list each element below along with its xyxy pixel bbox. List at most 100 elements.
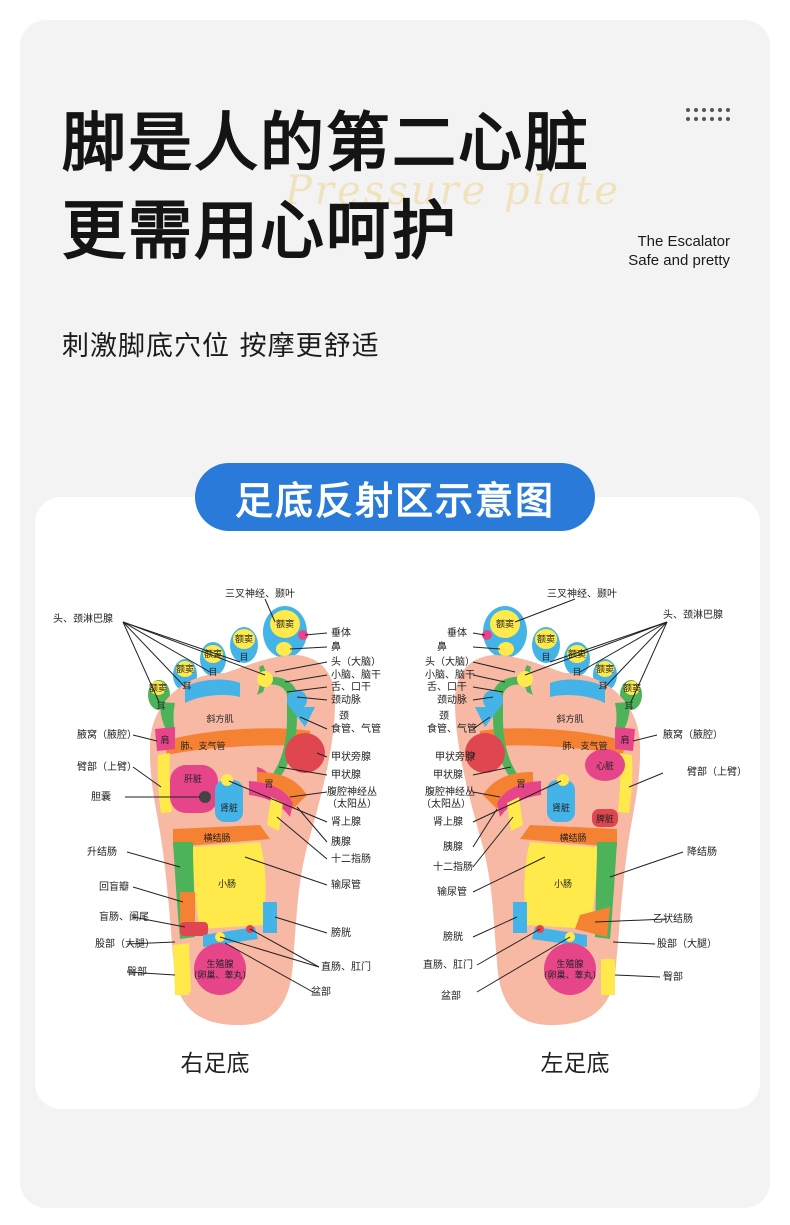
rf-leader: [132, 734, 158, 742]
lf-lbl-bladder: 膀胱: [443, 930, 463, 943]
rf-in-frontal5: 额窦: [149, 682, 167, 694]
lf-sigmoid: [575, 907, 610, 937]
lf-in-small-int: 小肠: [554, 879, 572, 890]
lf-shoulder: [615, 727, 635, 751]
headline-line2: 更需用心呵护: [62, 195, 458, 269]
rf-lbl-ileocecal: 回盲瓣: [99, 880, 129, 893]
rf-lbl-pelvis: 盆部: [311, 985, 331, 998]
brand-tagline: The Escalator Safe and pretty: [628, 232, 730, 270]
rf-shoulder: [155, 727, 175, 751]
rf-lbl-thyroid: 甲状腺: [331, 768, 361, 781]
lf-lbl-nose: 鼻: [437, 640, 447, 653]
lf-spleen: [592, 809, 618, 827]
lf-leader: [472, 696, 494, 701]
lf-lbl-sigmoid: 乙状结肠: [653, 912, 693, 925]
rf-leader: [289, 646, 328, 650]
rf-neck-zone: [287, 690, 307, 710]
rf-leader: [132, 916, 186, 928]
rf-transverse-colon: [173, 825, 270, 847]
rf-lbl-bladder: 膀胱: [331, 926, 351, 939]
lf-lbl-pituitary: 垂体: [447, 627, 467, 639]
dots-icon: [686, 108, 730, 124]
lf-in-frontal2: 额窦: [537, 633, 555, 645]
rf-kidney: [215, 780, 243, 822]
rf-duodenum: [267, 797, 283, 831]
rf-in-trapezius: 斜方肌: [206, 713, 233, 725]
lf-leader: [472, 766, 512, 776]
lf-leader: [612, 941, 656, 945]
watermark-text: Pressure plate: [285, 168, 622, 214]
lf-nose-zone: [498, 642, 514, 656]
rf-in-gonad: 生殖腺: [206, 958, 233, 970]
lf-leader: [472, 686, 504, 693]
lf-leader: [472, 808, 498, 848]
rf-in-eye2: 目: [208, 667, 217, 678]
rf-lbl-duodenum: 十二指肠: [331, 852, 371, 865]
lf-lbl-cerebellum: 小脑、脑干: [425, 668, 475, 681]
rf-leader: [278, 766, 328, 776]
lf-in-frontal1: 额窦: [496, 618, 514, 630]
lf-leader: [472, 916, 518, 938]
lf-in-transverse: 横结肠: [559, 832, 586, 844]
lf-in-kidney: 肾脏: [552, 802, 570, 814]
rf-lbl-parathyroid: 甲状旁腺: [331, 750, 371, 763]
rf-in-kidney: 肾脏: [220, 802, 238, 814]
rf-leader: [122, 621, 160, 703]
lf-in-frontal5: 额窦: [623, 682, 641, 694]
rf-lbl-carotid: 颈动脉: [331, 693, 361, 706]
lf-in-gonad: 生殖腺: [556, 958, 583, 970]
lf-toe3-sinus: [567, 645, 587, 663]
lf-in-lung: 肺、支气管: [562, 740, 607, 752]
rf-adrenal-dot: [221, 774, 233, 786]
brand-line1: The Escalator: [637, 233, 730, 250]
left-foot: 额窦 额窦 额窦 额窦 额窦 目 目 耳 耳 斜方肌 肩 肺、支气管 心脏 胃 …: [421, 587, 747, 1077]
lf-throat-zone: [475, 707, 500, 727]
rf-lbl-pancreas: 胰腺: [331, 835, 351, 848]
rf-lbl-adrenal: 肾上腺: [331, 815, 361, 828]
headline-line1: 脚是人的第二心脏: [62, 107, 590, 181]
lf-in-frontal4: 额窦: [596, 663, 614, 675]
lf-in-eye1: 目: [541, 652, 550, 663]
lf-leader: [549, 621, 668, 663]
rf-leader: [224, 942, 314, 993]
lf-leader: [514, 598, 576, 623]
lf-heart: [585, 749, 625, 781]
lf-leader: [472, 816, 514, 868]
lf-lbl-thyroid: 甲状腺: [433, 768, 463, 781]
subtitle: 刺激脚底穴位 按摩更舒适: [62, 331, 380, 362]
lf-lbl-tongue: 舌、口干: [427, 681, 467, 693]
rf-lbl-rectum: 直肠、肛门: [321, 960, 371, 973]
lf-in-shoulder: 肩: [620, 734, 629, 746]
rf-lbl-ureter: 输尿管: [331, 878, 361, 891]
rf-leader: [286, 686, 328, 693]
lf-leader: [632, 734, 658, 742]
lf-leader: [630, 621, 668, 703]
lf-adrenal-dot: [557, 774, 569, 786]
rf-liver: [170, 765, 218, 813]
rf-leader: [122, 621, 241, 663]
lf-leader: [472, 780, 562, 823]
rf-in-small-int: 小肠: [218, 879, 236, 890]
lf-lung-band: [479, 728, 625, 755]
lf-in-ear2: 耳: [624, 701, 633, 712]
lf-lbl-head: 头（大脑）: [425, 655, 475, 668]
lf-in-ear1: 耳: [598, 681, 607, 692]
lf-toe4-sinus: [596, 661, 614, 677]
lf-in-stomach: 胃: [516, 779, 525, 790]
lf-gonad: [544, 943, 596, 995]
rf-lbl-head-lymph: 头、颈淋巴腺: [53, 612, 113, 625]
rf-lbl-thigh: 股部（大腿）: [95, 937, 155, 950]
rf-lbl-pituitary: 垂体: [331, 627, 351, 639]
rf-throat-zone: [290, 707, 315, 727]
lf-in-spleen: 脾脏: [596, 813, 614, 825]
lf-lbl-hip: 臀部: [663, 970, 683, 983]
rf-hip-zone: [175, 959, 189, 995]
lf-leader: [609, 851, 684, 878]
rf-leader: [296, 806, 328, 843]
lf-head-zone: [517, 671, 533, 687]
lf-leader: [472, 632, 486, 636]
lf-lbl-parathyroid: 甲状旁腺: [435, 750, 475, 763]
rf-toe2-sinus: [233, 629, 255, 649]
lf-lbl-carotid: 颈动脉: [437, 693, 467, 706]
lf-transverse-colon: [520, 825, 617, 847]
